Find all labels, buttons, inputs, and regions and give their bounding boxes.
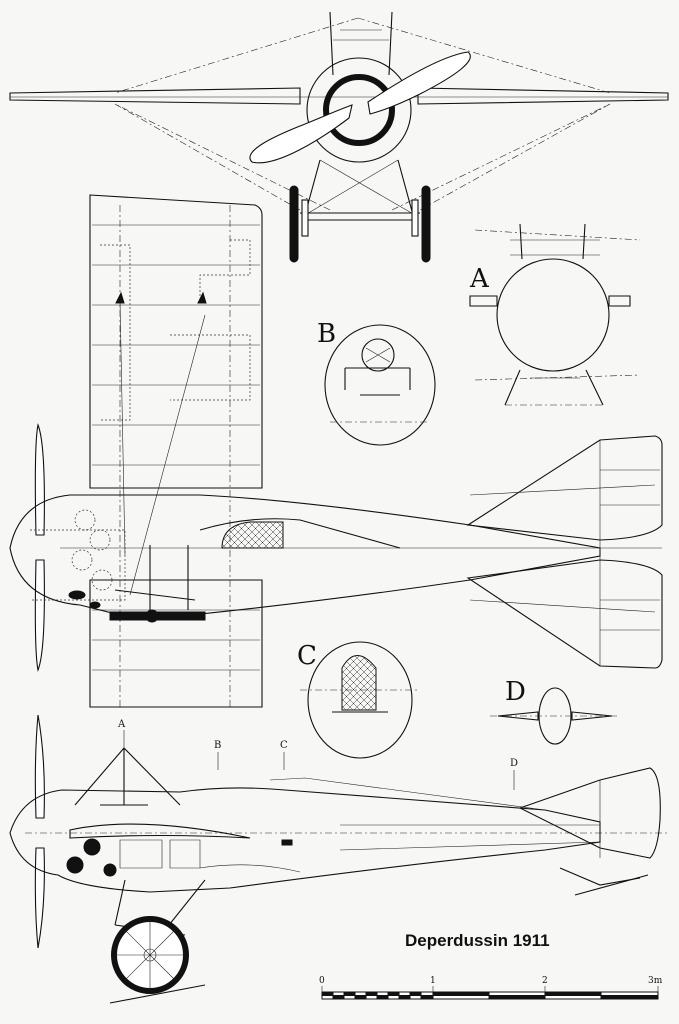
station-mark-d: D — [510, 758, 518, 769]
scale-bar: 0 1 2 3m — [319, 976, 663, 1000]
scale-label-2: 2 — [542, 976, 548, 986]
section-c: C — [297, 641, 420, 759]
section-b: B — [317, 319, 436, 446]
station-mark-b: B — [214, 740, 221, 751]
plan-view — [9, 194, 663, 708]
section-label-c: C — [297, 641, 317, 671]
section-label-a: A — [469, 264, 490, 294]
station-mark-c: C — [280, 740, 288, 751]
scale-label-1: 1 — [430, 976, 436, 986]
drawing-title: Deperdussin 1911 — [405, 931, 550, 950]
scale-label-3m: 3m — [648, 976, 663, 986]
station-mark-a: A — [117, 719, 126, 730]
section-label-d: D — [505, 677, 526, 707]
section-label-b: B — [317, 319, 336, 349]
scale-label-0: 0 — [319, 976, 325, 986]
side-view: A B C D — [9, 714, 668, 1004]
front-view — [9, 11, 669, 263]
section-d: D — [490, 677, 620, 745]
section-a: A — [469, 223, 641, 406]
